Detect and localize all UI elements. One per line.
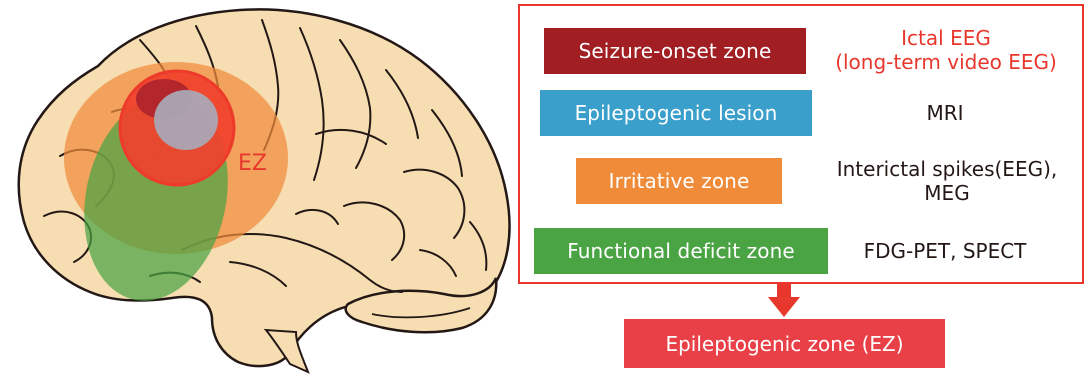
epileptogenic-zone-result-box: Epileptogenic zone (EZ) [624,319,945,368]
down-arrow-icon [767,284,801,318]
seizure-onset-zone-box: Seizure-onset zone [544,28,806,74]
lesion-method-line-1: MRI [926,101,963,125]
seizure-onset-method-line-1: Ictal EEG [901,26,991,50]
zones-panel: Seizure-onset zone Ictal EEG (long-term … [518,4,1084,284]
irritative-method-line-2: MEG [924,181,969,205]
irritative-method-line-1: Interictal spikes(EEG), [837,157,1058,181]
seizure-onset-method: Ictal EEG (long-term video EEG) [812,16,1080,84]
ez-label: EZ [238,151,267,176]
epileptogenic-lesion-method: MRI [820,90,1070,136]
functional-method-line-1: FDG-PET, SPECT [864,239,1027,263]
irritative-zone-method: Interictal spikes(EEG), MEG [812,144,1082,218]
epileptogenic-lesion-box: Epileptogenic lesion [540,90,812,136]
lesion-region [154,90,218,150]
seizure-onset-method-line-2: (long-term video EEG) [835,50,1057,74]
irritative-zone-box: Irritative zone [576,158,782,204]
functional-deficit-method: FDG-PET, SPECT [820,228,1070,274]
functional-deficit-zone-box: Functional deficit zone [534,228,828,274]
brain-illustration: EZ [0,0,520,375]
